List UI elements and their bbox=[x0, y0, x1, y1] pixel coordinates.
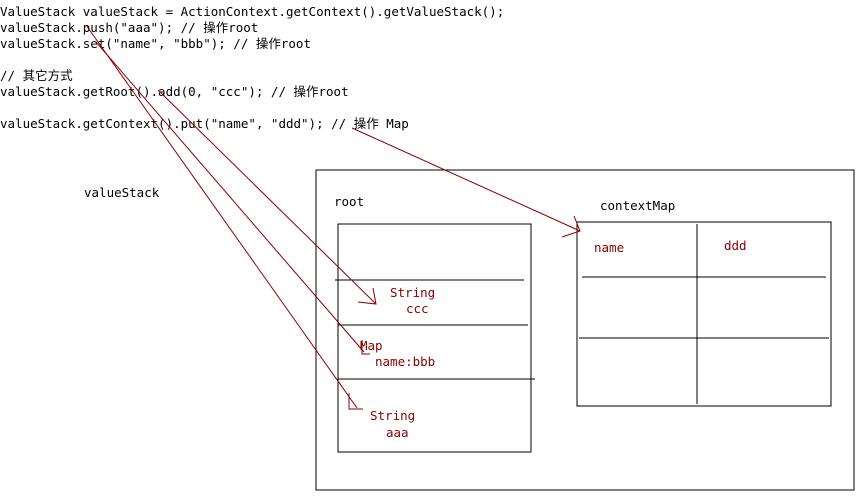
context-map-key: name bbox=[594, 240, 625, 255]
arrow-add-head bbox=[357, 287, 377, 305]
arrow-put-line bbox=[351, 127, 581, 232]
code-line-comment: // 其它方式 bbox=[0, 68, 73, 83]
value-stack-box bbox=[315, 169, 855, 491]
arrow-push-line bbox=[85, 24, 358, 409]
root-stack-box bbox=[337, 223, 532, 453]
code-line-set: valueStack.set("name", "bbb"); // 操作root bbox=[0, 36, 311, 51]
code-line-context-put: valueStack.getContext().put("name", "ddd… bbox=[0, 116, 409, 131]
root-entry-aaa-type: String bbox=[370, 408, 416, 423]
code-block: ValueStack valueStack = ActionContext.ge… bbox=[0, 4, 504, 132]
context-map-value: ddd bbox=[724, 238, 747, 253]
root-entry-ccc-value: ccc bbox=[406, 301, 429, 316]
code-line-push: valueStack.push("aaa"); // 操作root bbox=[0, 20, 259, 35]
root-entry-bbb-value: name:bbb bbox=[375, 354, 436, 369]
code-line-root-add: valueStack.getRoot().add(0, "ccc"); // 操… bbox=[0, 84, 349, 99]
arrow-set-head bbox=[361, 340, 370, 355]
arrow-add-line bbox=[157, 89, 377, 305]
root-label: root bbox=[334, 194, 365, 209]
code-line-get-value-stack: ValueStack valueStack = ActionContext.ge… bbox=[0, 4, 505, 19]
arrow-push-head bbox=[348, 393, 363, 410]
arrow-set-line bbox=[95, 41, 365, 353]
context-map-label: contextMap bbox=[600, 198, 676, 213]
value-stack-label: valueStack bbox=[84, 185, 160, 200]
arrow-put-head bbox=[561, 215, 581, 238]
root-entry-aaa-value: aaa bbox=[386, 425, 409, 440]
root-entry-bbb-type: Map bbox=[360, 338, 383, 353]
root-entry-ccc-type: String bbox=[390, 285, 436, 300]
context-map-box bbox=[576, 221, 832, 407]
